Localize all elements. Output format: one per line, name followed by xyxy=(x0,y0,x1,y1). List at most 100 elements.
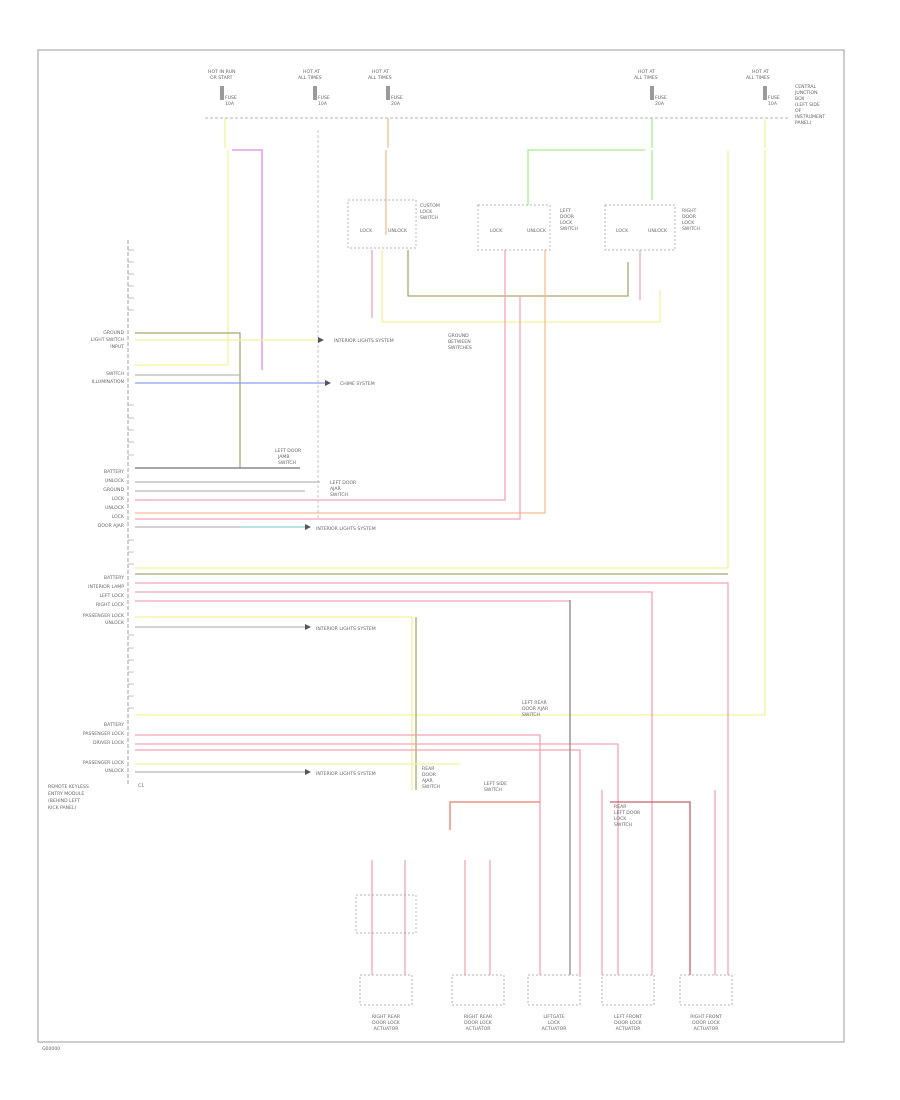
module-pin-label: UNLOCK xyxy=(105,620,125,626)
destination-labels: INTERIOR LIGHTS SYSTEM CHIME SYSTEM INTE… xyxy=(316,338,394,777)
module-label-0: REMOTE KEYLESS xyxy=(48,784,89,790)
note-rear-door-ajar: SWITCH xyxy=(422,784,440,790)
wire-pink-g4a xyxy=(135,734,541,975)
module-pin-label: LOCK xyxy=(112,514,125,520)
module-label-1: ENTRY MODULE xyxy=(48,791,84,797)
switch-s3-contact-lock: LOCK xyxy=(616,228,629,234)
fuse-label-f2-1: ALL TIMES xyxy=(298,75,322,81)
wire-yellow-passlock xyxy=(135,616,413,790)
fuse-label-f3-3: 20A xyxy=(391,101,401,107)
module-label-3: KICK PANEL) xyxy=(48,805,77,811)
module-group-2: BATTERY UNLOCK GROUND LOCK UNLOCK LOCK D… xyxy=(98,469,125,529)
fuse-panel-label-2: BOX xyxy=(795,96,805,102)
module-pin-label: PASSENGER LOCK xyxy=(83,731,125,737)
module-pin-label: LOCK xyxy=(112,496,125,502)
fuse-panel-label: CENTRAL JUNCTION BOX (LEFT SIDE OF INSTR… xyxy=(794,84,825,126)
actuator-boxes xyxy=(359,974,733,1006)
destination-label: CHIME SYSTEM xyxy=(340,381,375,387)
switch-s1-label: LOCK xyxy=(420,209,433,215)
wire-red-brown xyxy=(610,801,691,975)
note-ground-between: GROUND xyxy=(448,333,469,339)
fuse-label-f4-3: 20A xyxy=(655,101,665,107)
switch-s3-label: RIGHT xyxy=(682,208,697,214)
note-left-door-jamb: LEFT DOOR xyxy=(275,448,302,454)
destination-arrow xyxy=(305,524,311,530)
module-pin-label: BATTERY xyxy=(104,469,124,475)
destination-arrow xyxy=(325,380,331,386)
module-pin-label: ILLUMINATION xyxy=(92,379,124,385)
actuator-m2-label: ACTUATOR xyxy=(466,1026,492,1032)
wire-olive-sw-bus xyxy=(407,250,629,297)
module-group-4: BATTERY PASSENGER LOCK DRIVER LOCK PASSE… xyxy=(83,722,125,774)
actuator-m4-label: DOOR LOCK xyxy=(614,1020,643,1026)
destination-arrow xyxy=(305,624,311,630)
wire-pink-interior xyxy=(135,582,729,975)
note-rear-door-ajar: DOOR xyxy=(422,772,437,778)
module-pin-label: PASSENGER LOCK xyxy=(83,760,125,766)
note-left-door-jamb: JAMB xyxy=(277,454,290,460)
wire-red-lower xyxy=(449,801,540,830)
actuator-m5-label: RIGHT FRONT xyxy=(690,1014,722,1020)
fuse-symbol-f4 xyxy=(650,86,654,100)
actuator-m2-label: DOOR LOCK xyxy=(464,1020,493,1026)
module-pin-label: BATTERY xyxy=(104,722,124,728)
note-left-door-jamb: SWITCH xyxy=(278,460,296,466)
module-pin-label: GROUND xyxy=(103,330,124,336)
fuse-symbols xyxy=(220,86,767,100)
note-left-rear-ajar: DOOR AJAR xyxy=(522,706,549,712)
fuse-panel-label-4: OF xyxy=(795,108,802,114)
note-ground-between: BETWEEN xyxy=(448,339,471,345)
switch-s2-label: LEFT xyxy=(560,208,571,214)
wire-pink-leftlock xyxy=(135,591,653,975)
module-pin-label: UNLOCK xyxy=(105,505,125,511)
actuator-labels: RIGHT REAR DOOR LOCK ACTUATOR RIGHT REAR… xyxy=(372,1014,722,1032)
wire-olive-ground xyxy=(135,332,241,468)
fuse-label-f1-0: HOT IN RUN xyxy=(208,69,236,75)
switch-labels: CUSTOM LOCK SWITCH LOCK UNLOCK LEFT DOOR… xyxy=(360,203,700,234)
switch-s2-label: SWITCH xyxy=(560,226,578,232)
switch-s3-label: DOOR xyxy=(682,214,697,220)
fuse-label-f4-0: HOT AT xyxy=(638,69,655,75)
wire-pink-g4b xyxy=(135,743,619,975)
note-left-rear-ajar: LEFT REAR xyxy=(522,700,548,706)
fuse-label-f2-2: FUSE xyxy=(318,95,330,101)
notes: LEFT DOOR JAMB SWITCH LEFT DOOR AJAR SWI… xyxy=(275,333,641,828)
actuator-m4-label: ACTUATOR xyxy=(616,1026,642,1032)
destination-label: INTERIOR LIGHTS SYSTEM xyxy=(316,526,376,532)
actuator-box-m1 xyxy=(359,974,413,1006)
module-pin-label: GROUND xyxy=(103,487,124,493)
switch-s2-contact-unlock: UNLOCK xyxy=(527,228,547,234)
wire-pink-g4c xyxy=(135,749,581,975)
module-label: REMOTE KEYLESS ENTRY MODULE (BEHIND LEFT… xyxy=(48,784,89,811)
module-pin-label: DRIVER LOCK xyxy=(93,740,125,746)
note-ground-between: SWITCHES xyxy=(448,345,472,351)
fuse-label-f3-2: FUSE xyxy=(391,95,403,101)
module-pin-label: SWITCH xyxy=(106,371,124,377)
module-pin-label: RIGHT LOCK xyxy=(96,602,125,608)
note-left-door-ajar: LEFT DOOR xyxy=(330,480,357,486)
fuse-label-f2-3: 10A xyxy=(318,101,328,107)
fuse-label-f4-1: ALL TIMES xyxy=(634,75,658,81)
destination-label: INTERIOR LIGHTS SYSTEM xyxy=(316,626,376,632)
fuse-label-f2-0: HOT AT xyxy=(303,69,320,75)
actuator-m1-label: DOOR LOCK xyxy=(372,1020,401,1026)
note-left-side: SWITCH xyxy=(484,787,502,793)
note-left-rear-ajar: SWITCH xyxy=(522,712,540,718)
note-rear-door-ajar: AJAR xyxy=(422,778,434,784)
module-pin-label: BATTERY xyxy=(104,575,124,581)
fuse-panel-label-3: (LEFT SIDE xyxy=(795,102,820,108)
actuator-m3-label: LOCK xyxy=(548,1020,561,1026)
note-left-door-ajar: AJAR xyxy=(330,486,342,492)
switch-boxes xyxy=(347,199,676,251)
switch-s1-contact-lock: LOCK xyxy=(360,228,373,234)
fuse-label-f5-0: HOT AT xyxy=(752,69,769,75)
switch-box-s1 xyxy=(347,199,417,249)
switch-s2-label: LOCK xyxy=(560,220,573,226)
switch-box-s2 xyxy=(477,204,551,251)
actuator-m4-label: LEFT FRONT xyxy=(614,1014,642,1020)
actuator-m5-label: DOOR LOCK xyxy=(692,1020,721,1026)
fuse-panel-label-1: JUNCTION xyxy=(794,90,818,96)
fuse-panel-label-6: PANEL) xyxy=(795,120,812,126)
actuator-m1-label: RIGHT REAR xyxy=(372,1014,401,1020)
diagram-border xyxy=(37,49,845,1043)
